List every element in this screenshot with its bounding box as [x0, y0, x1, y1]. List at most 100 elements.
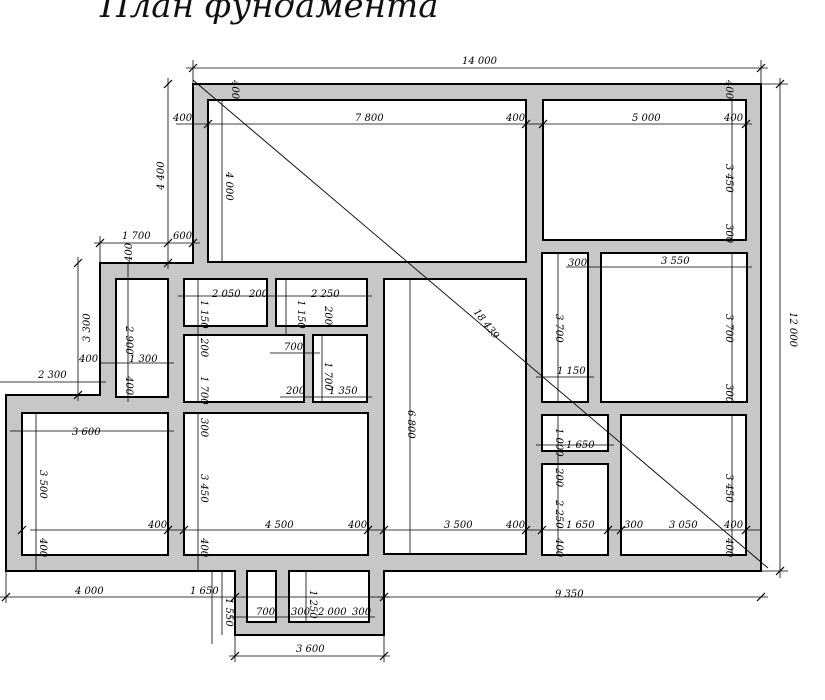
dim-label: 400: [723, 520, 744, 531]
dim-tick: [188, 63, 198, 73]
dim-tick: [188, 238, 198, 248]
dim-label: 3 500: [444, 520, 473, 531]
dim-label: 6 800: [405, 410, 416, 439]
dim-tick: [616, 525, 626, 535]
room: [21, 412, 169, 556]
dim-label: 1 650: [566, 440, 595, 451]
dim-tick: [73, 390, 83, 400]
dimension-labels: 14 000 12 000 18 439 4 400 3 300 2 300 1…: [37, 56, 798, 655]
room: [288, 570, 370, 623]
dim-tick: [379, 592, 389, 602]
dim-label: 3 600: [296, 644, 325, 655]
dim-label: 300: [624, 520, 644, 531]
dim-tick: [163, 258, 173, 268]
dim-label: 200: [322, 305, 333, 326]
dim-label: 200: [285, 386, 306, 397]
dim-tick: [203, 119, 213, 129]
dim-label: 400: [147, 520, 168, 531]
dim-tick: [775, 566, 785, 576]
dimension-ticks: [1, 63, 785, 661]
dim-label: 700: [284, 342, 304, 353]
dim-label: 4 500: [264, 520, 294, 531]
dim-tick: [741, 119, 751, 129]
dim-label: 700: [256, 607, 276, 618]
dim-label: 400: [723, 113, 744, 124]
room: [275, 278, 368, 327]
dimension-lines: [0, 60, 788, 662]
dim-label: 1 150: [198, 300, 209, 329]
dim-label: 4 000: [223, 171, 234, 201]
dim-label: 5 000: [632, 113, 661, 124]
dim-label: 400: [505, 113, 526, 124]
dim-label: 1 700: [122, 231, 151, 242]
dim-label: 1 000: [553, 428, 564, 457]
dim-label: 3 050: [669, 520, 698, 531]
dim-label: 400: [78, 354, 99, 365]
dim-label: 1 650: [190, 586, 219, 597]
dim-tick: [363, 525, 373, 535]
dim-label: 3 450: [723, 164, 734, 193]
room: [183, 278, 268, 327]
dim-label: 400: [553, 537, 564, 558]
room: [541, 463, 609, 556]
dim-label: 9 350: [555, 589, 584, 600]
dim-label: 1 350: [329, 386, 358, 397]
dim-label: 300: [291, 607, 311, 618]
dim-label: 1 300: [129, 354, 158, 365]
dim-label: 2 050: [211, 289, 241, 300]
dim-label: 1 150: [557, 366, 586, 377]
dim-label: 2 250: [310, 289, 340, 300]
dim-label: 400: [229, 79, 240, 100]
dim-tick: [538, 119, 548, 129]
dim-label: 200: [248, 289, 269, 300]
dim-tick: [73, 258, 83, 268]
dim-tick: [537, 525, 547, 535]
dim-tick: [775, 79, 785, 89]
dim-tick: [756, 592, 766, 602]
dim-label: 1 700: [322, 362, 333, 391]
dim-tick: [521, 525, 531, 535]
dim-label: 1 150: [295, 300, 306, 329]
dim-label: 400: [347, 520, 368, 531]
dim-label: 400: [37, 537, 48, 558]
dim-label: 3 700: [553, 314, 564, 343]
dim-label: 1 700: [198, 376, 209, 405]
dim-label: 400: [505, 520, 526, 531]
dim-tick: [163, 238, 173, 248]
dim-label: 3 600: [72, 427, 101, 438]
dim-label: 3 450: [723, 474, 734, 503]
room: [542, 99, 747, 241]
dim-tick: [521, 119, 531, 129]
dim-label: 400: [123, 375, 134, 396]
rooms: [21, 99, 748, 623]
dim-tick: [179, 525, 189, 535]
room: [246, 570, 277, 623]
dim-label: 12 000: [787, 312, 798, 348]
dim-label: 300: [352, 607, 372, 618]
dim-label: 400: [723, 79, 734, 100]
dim-label: 1 250: [307, 590, 318, 619]
dim-label: 3 550: [661, 256, 690, 267]
dim-tick: [163, 525, 173, 535]
plan-title: План фундамента: [100, 0, 439, 26]
room: [541, 252, 589, 403]
room: [183, 334, 305, 403]
dim-label: 600: [173, 231, 193, 242]
dim-label: 400: [124, 242, 135, 263]
dim-label: 2 300: [37, 370, 67, 381]
dim-label: 400: [723, 537, 734, 558]
dim-tick: [379, 525, 389, 535]
dim-label: 3 700: [723, 314, 734, 343]
diagonal-line: [192, 79, 769, 569]
dim-tick: [163, 79, 173, 89]
room: [183, 412, 369, 556]
dim-tick: [603, 525, 613, 535]
dim-tick: [1, 592, 11, 602]
dim-label: 4 000: [74, 586, 104, 597]
dim-label: 3 300: [82, 313, 93, 342]
dim-label: 1 550: [223, 598, 234, 627]
dim-label: 1 650: [566, 520, 595, 531]
room: [383, 278, 527, 555]
dim-tick: [379, 651, 389, 661]
